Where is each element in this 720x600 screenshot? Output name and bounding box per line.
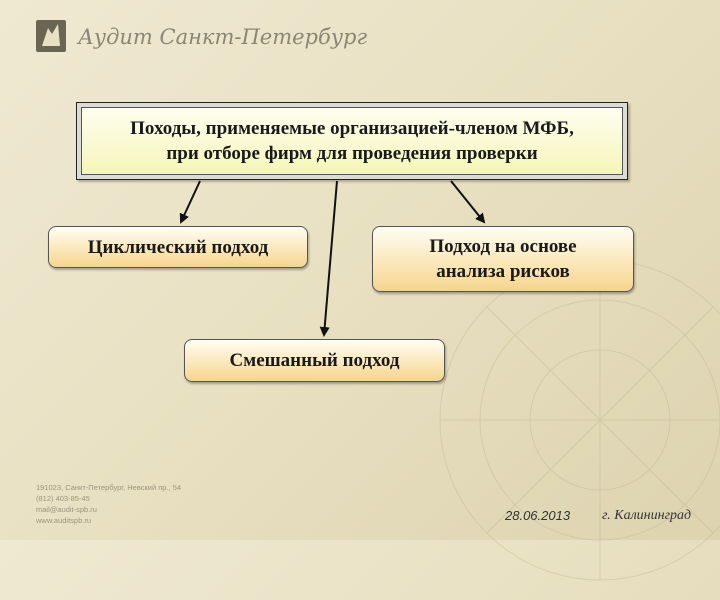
contact-info: 191023, Санкт-Петербург, Невский пр., 54… [36,482,181,526]
arrow-to-risk [450,180,486,224]
main-heading-line-1: Походы, применяемые организацией-членом … [130,118,574,139]
contact-phone: (812) 403-85-45 [36,494,90,503]
footer-date: 28.06.2013 [505,508,571,523]
contact-address: 191023, Санкт-Петербург, Невский пр., 54 [36,483,182,492]
company-title: Аудит Санкт-Петербург [78,25,368,49]
main-heading-line-2: при отборе фирм для проведения проверки [166,143,538,164]
main-heading-box: Походы, применяемые организацией-членом … [76,102,628,180]
risk-approach-line-1: Подход на основе [429,236,577,257]
footer-city: г. Калининград [602,508,692,523]
diagram-arrows [179,180,486,337]
contact-email: mail@audit-spb.ru [36,505,97,514]
contact-website: www.auditspb.ru [36,516,92,525]
cyclic-approach-box: Циклический подход [48,226,308,268]
arrow-to-mixed [319,180,338,337]
risk-approach-box: Подход на основе анализа рисков [372,226,634,292]
cyclic-approach-label: Циклический подход [87,236,269,258]
audit-logo-icon [36,20,66,52]
arrow-to-cyclic [179,180,201,224]
mixed-approach-box: Смешанный подход [184,339,445,382]
mixed-approach-label: Смешанный подход [229,350,400,371]
risk-approach-line-2: анализа рисков [436,261,570,282]
